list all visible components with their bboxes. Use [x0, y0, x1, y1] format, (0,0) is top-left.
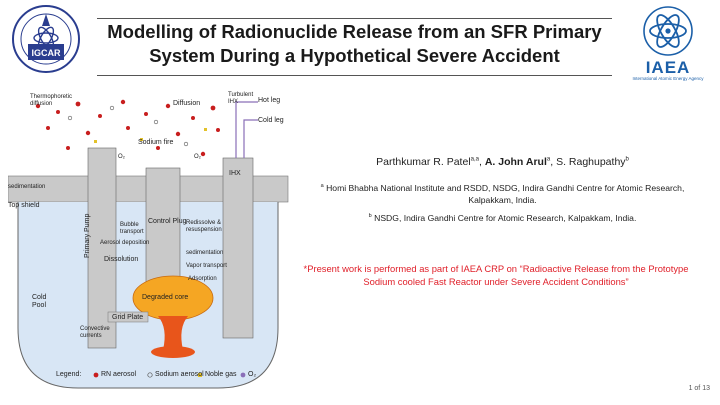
- label-sedimentation-left: sedimentation: [8, 184, 46, 190]
- label-sedimentation-mid: sedimentation: [186, 250, 224, 256]
- igcar-logo: IGCAR: [6, 4, 86, 74]
- label-ihx-top: IHX: [228, 99, 239, 105]
- label-diffusion: Diffusion: [173, 100, 201, 107]
- author-1-sup: a,a: [470, 156, 479, 163]
- legend-o2: O₂: [248, 371, 257, 378]
- label-degraded-core: Degraded core: [142, 294, 189, 301]
- legend-noble-gas: Noble gas: [205, 371, 237, 378]
- label-sodium-fire: Sodium fire: [138, 139, 174, 146]
- title-line-2: System During a Hypothetical Severe Acci…: [149, 45, 560, 66]
- label-adsorption: Adsorption: [188, 276, 217, 282]
- label-transport: transport: [120, 229, 144, 235]
- svg-text:IGCAR: IGCAR: [32, 48, 62, 58]
- label-control-plug: Control Plug: [148, 218, 187, 225]
- legend-sodium-aerosol: Sodium aerosol: [155, 371, 204, 378]
- label-diffusion-small: diffusion: [30, 101, 53, 107]
- label-o2-b: O₂: [194, 154, 201, 160]
- reactor-diagram-graphic: [7, 99, 289, 389]
- author-2-sup: a: [546, 156, 551, 163]
- reactor-diagram: Thermophoretic diffusion Diffusion Turbu…: [7, 88, 298, 398]
- label-bubble: Bubble: [120, 222, 139, 228]
- label-aerosol-deposition: Aerosol deposition: [100, 240, 150, 246]
- ihx: [222, 157, 254, 339]
- affiliation-a-text: Homi Bhabha National Institute and RSDD,…: [326, 182, 685, 205]
- label-o2-a: O₂: [118, 154, 125, 160]
- label-grid-plate: Grid Plate: [112, 314, 144, 321]
- legend-rn-aerosol: RN aerosol: [101, 371, 137, 378]
- core-melt: [158, 316, 188, 350]
- label-thermophoretic: Thermophoretic: [30, 94, 73, 100]
- label-top-shield: Top shield: [8, 202, 40, 209]
- label-vapor-transport: Vapor transport: [186, 263, 227, 269]
- label-resuspension: resuspension: [186, 227, 222, 233]
- author-3: S. Raghupathy: [556, 156, 626, 168]
- page-number: 1 of 13: [688, 385, 710, 392]
- affiliation-a-sup: a: [320, 183, 324, 189]
- label-hot-leg: Hot leg: [258, 97, 281, 104]
- author-2: A. John Arul: [484, 156, 547, 168]
- title-top-rule: [97, 18, 612, 19]
- aerosol-dots: [35, 99, 220, 157]
- affiliation-b-sup: b: [368, 213, 372, 219]
- label-pool: Pool: [32, 302, 47, 309]
- label-cold: Cold: [32, 294, 47, 301]
- legend-title: Legend:: [56, 371, 82, 378]
- title-line-1: Modelling of Radionuclide Release from a…: [107, 21, 602, 42]
- grid-plate: [107, 311, 149, 323]
- authors: Parthkumar R. Patela,a, A. John Arula, S…: [376, 156, 629, 168]
- iaea-logo-text: IAEA: [645, 58, 691, 77]
- title-bottom-rule: [97, 75, 612, 76]
- label-turbulent: Turbulent: [228, 92, 254, 98]
- iaea-logo: IAEA International Atomic Energy Agency: [620, 4, 716, 84]
- affiliation-a: a Homi Bhabha National Institute and RSD…: [305, 180, 700, 206]
- author-1: Parthkumar R. Patel: [376, 156, 471, 168]
- slide-title: Modelling of Radionuclide Release from a…: [97, 20, 612, 68]
- affiliation-b-text: NSDG, Indira Gandhi Centre for Atomic Re…: [374, 212, 637, 223]
- iaea-logo-subtext: International Atomic Energy Agency: [632, 76, 704, 81]
- label-primary-pump: Primary Pump: [84, 213, 91, 258]
- label-ihx: IHX: [229, 170, 241, 177]
- label-redissolve: Redissolve &: [186, 220, 222, 226]
- label-currents: currents: [80, 333, 102, 339]
- affiliation-b: b NSDG, Indira Gandhi Centre for Atomic …: [305, 210, 700, 224]
- label-convective: Convective: [80, 326, 110, 332]
- author-3-sup: b: [625, 156, 629, 163]
- crp-note: *Present work is performed as part of IA…: [303, 263, 689, 287]
- label-cold-leg: Cold leg: [258, 117, 284, 124]
- label-dissolution: Dissolution: [104, 256, 139, 263]
